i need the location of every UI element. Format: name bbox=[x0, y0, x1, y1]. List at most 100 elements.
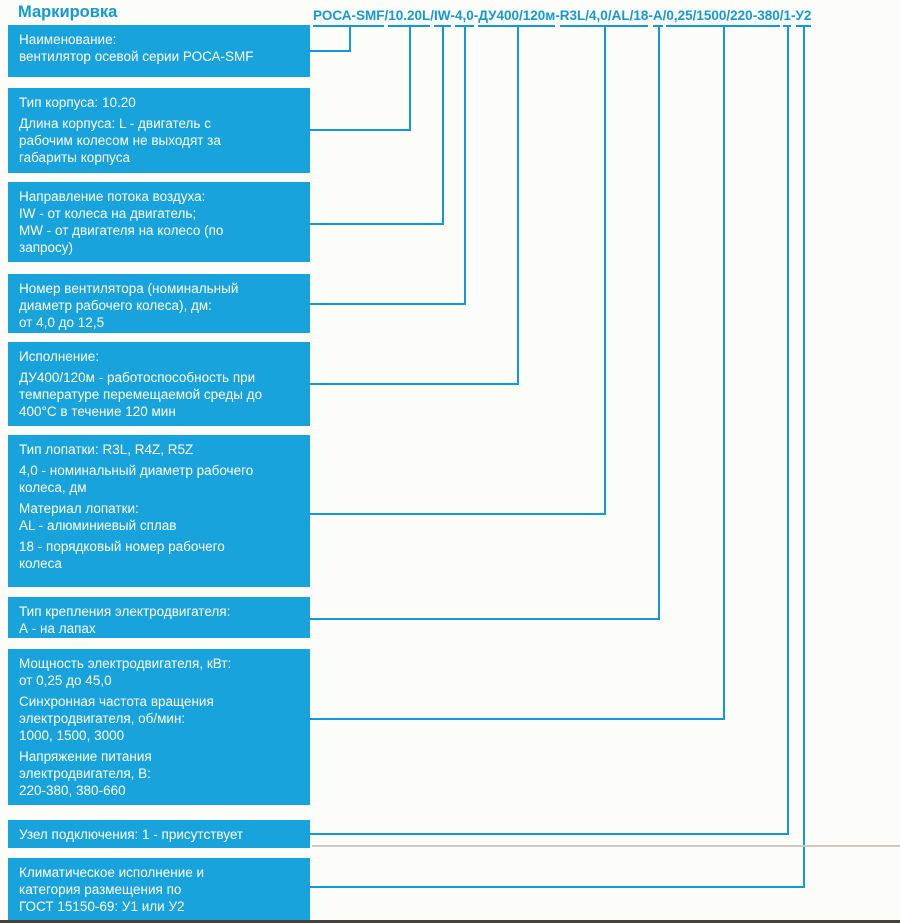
legend-text-line: электродвигателя, В: bbox=[19, 766, 151, 781]
code-separator: - bbox=[450, 8, 456, 23]
legend-paragraph: Наименование: вентилятор осевой серии РОС… bbox=[19, 31, 300, 65]
code-separator: - bbox=[791, 8, 796, 23]
legend-box-7: Тип крепления электродвигателя: А - на ла… bbox=[8, 597, 310, 638]
marking-code: РОСА-SMF/10.20L/IW-4,0-ДУ400/120м-R3L/4,… bbox=[313, 6, 812, 27]
connector-vertical-1 bbox=[349, 26, 351, 52]
legend-paragraph: ДУ400/120м - работоспособность при темпер… bbox=[19, 369, 300, 420]
connector-horizontal-6 bbox=[308, 513, 606, 515]
legend-text-line: 220-380, 380-660 bbox=[19, 783, 126, 798]
connector-vertical-5 bbox=[517, 26, 519, 385]
legend-text-line: температуре перемещаемой среды до bbox=[19, 387, 263, 402]
legend-text-line: 1000, 1500, 3000 bbox=[19, 728, 125, 743]
legend-text-line: ДУ400/120м - работоспособность при bbox=[19, 370, 256, 385]
connector-horizontal-10 bbox=[308, 886, 805, 888]
legend-text-line: Мощность электродвигателя, кВт: bbox=[19, 656, 232, 671]
connector-horizontal-2 bbox=[308, 129, 411, 131]
legend-text-line: 4,0 - номинальный диаметр рабочего bbox=[19, 463, 254, 478]
legend-text-line: Напряжение питания bbox=[19, 749, 152, 764]
legend-box-9: Узел подключения: 1 - присутствует bbox=[8, 820, 310, 848]
legend-text-line: AL - алюминиевый сплав bbox=[19, 518, 177, 533]
connector-horizontal-4 bbox=[308, 303, 466, 305]
legend-text-line: вентилятор осевой серии РОСА-SMF bbox=[19, 49, 254, 64]
code-separator: / bbox=[384, 8, 389, 23]
legend-text-line: габариты корпуса bbox=[19, 150, 130, 165]
legend-text-line: Синхронная частота вращения bbox=[19, 694, 214, 709]
legend-box-3: Направление потока воздуха: IW - от колес… bbox=[8, 182, 310, 262]
connector-vertical-8 bbox=[723, 26, 725, 720]
code-segment-7: А bbox=[652, 6, 663, 27]
legend-paragraph: Напряжение питания электродвигателя, В: 22… bbox=[19, 748, 300, 799]
legend-text-line: А - на лапах bbox=[19, 621, 96, 636]
legend-text-line: электродвигателя, об/мин: bbox=[19, 711, 186, 726]
legend-text-line: IW - от колеса на двигатель; bbox=[19, 206, 197, 221]
code-segment-6: R3L/4,0/AL/18 bbox=[559, 6, 649, 27]
legend-paragraph: Синхронная частота вращения электродвигат… bbox=[19, 693, 300, 744]
connector-vertical-9 bbox=[787, 26, 789, 835]
page-title: Маркировка bbox=[18, 3, 118, 21]
code-separator: / bbox=[430, 8, 435, 23]
code-segment-5: ДУ400/120м bbox=[478, 6, 556, 27]
legend-box-1: Наименование: вентилятор осевой серии РОС… bbox=[8, 25, 310, 77]
legend-box-6: Тип лопатки: R3L, R4Z, R5Z 4,0 - номиналь… bbox=[8, 435, 310, 587]
code-segment-9: 1 bbox=[783, 6, 791, 27]
legend-text-line: Климатическое исполнение и bbox=[19, 865, 205, 880]
legend-text-line: 18 - порядковый номер рабочего bbox=[19, 539, 225, 554]
legend-paragraph: Направление потока воздуха: IW - от колес… bbox=[19, 188, 300, 256]
legend-text-line: от 0,25 до 45,0 bbox=[19, 673, 112, 688]
legend-text-line: Исполнение: bbox=[19, 349, 100, 364]
connector-horizontal-1 bbox=[308, 50, 351, 52]
legend-text-line: колеса, дм bbox=[19, 480, 87, 495]
code-segment-4: 4,0 bbox=[455, 6, 474, 27]
connector-vertical-4 bbox=[464, 26, 466, 305]
connector-horizontal-3 bbox=[308, 223, 444, 225]
legend-paragraph: Исполнение: bbox=[19, 348, 300, 365]
code-separator: / bbox=[779, 8, 784, 23]
legend-paragraph: 18 - порядковый номер рабочего колеса bbox=[19, 538, 300, 572]
connector-horizontal-8 bbox=[308, 718, 725, 720]
legend-box-10: Климатическое исполнение и категория разм… bbox=[8, 858, 310, 920]
legend-text-line: Тип крепления электродвигателя: bbox=[19, 604, 231, 619]
legend-box-5: Исполнение: ДУ400/120м - работоспособност… bbox=[8, 342, 310, 426]
code-segment-3: IW bbox=[434, 6, 451, 27]
connector-vertical-6 bbox=[604, 26, 606, 515]
divider-line bbox=[312, 845, 900, 847]
bottom-border bbox=[0, 920, 900, 923]
legend-text-line: Тип корпуса: 10.20 bbox=[19, 95, 136, 110]
code-separator: - bbox=[473, 8, 479, 23]
legend-box-8: Мощность электродвигателя, кВт: от 0,25 д… bbox=[8, 649, 310, 805]
code-separator: - bbox=[648, 8, 653, 23]
legend-paragraph: Мощность электродвигателя, кВт: от 0,25 д… bbox=[19, 655, 300, 689]
legend-paragraph: Тип крепления электродвигателя: А - на ла… bbox=[19, 603, 300, 637]
code-segment-8: 0,25/1500/220-380 bbox=[666, 6, 780, 27]
legend-paragraph: Тип корпуса: 10.20 bbox=[19, 94, 300, 111]
connector-vertical-10 bbox=[803, 26, 805, 888]
legend-text-line: Направление потока воздуха: bbox=[19, 189, 206, 204]
legend-text-line: Номер вентилятора (номинальный bbox=[19, 281, 239, 296]
connector-vertical-3 bbox=[442, 26, 444, 225]
code-separator: / bbox=[662, 8, 667, 23]
legend-paragraph: Климатическое исполнение и категория разм… bbox=[19, 864, 300, 915]
legend-text-line: колеса bbox=[19, 556, 62, 571]
legend-paragraph: Материал лопатки: AL - алюминиевый сплав bbox=[19, 500, 300, 534]
legend-paragraph: Тип лопатки: R3L, R4Z, R5Z bbox=[19, 441, 300, 458]
legend-paragraph: Узел подключения: 1 - присутствует bbox=[19, 826, 300, 843]
code-segment-2: 10.20L bbox=[388, 6, 431, 27]
legend-text-line: рабочим колесом не выходят за bbox=[19, 133, 221, 148]
connector-vertical-7 bbox=[658, 26, 660, 620]
legend-text-line: MW - от двигателя на колесо (по bbox=[19, 223, 224, 238]
legend-text-line: Материал лопатки: bbox=[19, 501, 139, 516]
code-segment-10: У2 bbox=[795, 6, 812, 27]
connector-horizontal-7 bbox=[308, 618, 660, 620]
legend-text-line: 400°С в течение 120 мин bbox=[19, 404, 176, 419]
legend-text-line: Наименование: bbox=[19, 32, 117, 47]
legend-text-line: ГОСТ 15150-69: У1 или У2 bbox=[19, 899, 185, 914]
connector-vertical-2 bbox=[409, 26, 411, 131]
legend-text-line: категория размещения по bbox=[19, 882, 182, 897]
legend-text-line: Тип лопатки: R3L, R4Z, R5Z bbox=[19, 442, 194, 457]
connector-horizontal-9 bbox=[308, 833, 789, 835]
